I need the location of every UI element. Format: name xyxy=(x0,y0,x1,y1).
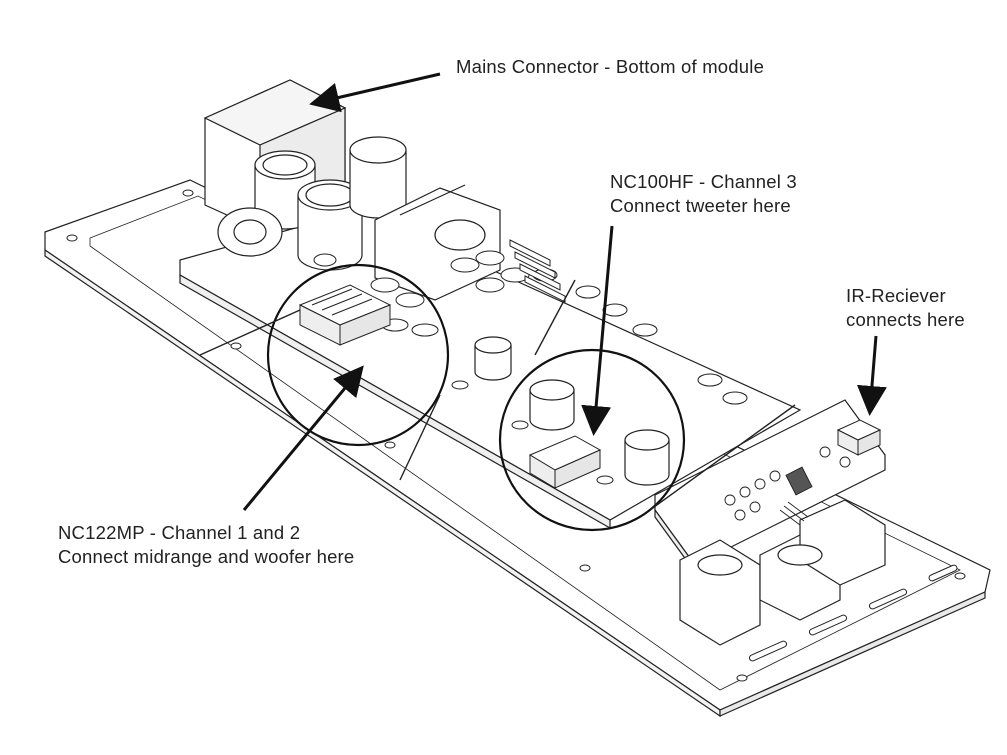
output-inductors xyxy=(474,336,670,486)
nc122mp-callout: NC122MP - Channel 1 and 2 Connect midran… xyxy=(58,521,354,569)
nc100hf-callout: NC100HF - Channel 3 Connect tweeter here xyxy=(610,170,797,218)
ir-arrow xyxy=(856,335,887,416)
nc100hf-callout-line2: Connect tweeter here xyxy=(610,195,791,216)
nc122mp-pin-header xyxy=(298,284,392,346)
nc100hf-highlight-circle xyxy=(498,348,686,532)
small-capacitors xyxy=(313,250,748,485)
ir-receiver-callout: IR-Reciever connects here xyxy=(846,284,965,332)
nc100hf-arrow xyxy=(581,225,614,436)
heatsink-fins xyxy=(509,239,566,303)
ir-callout-line1: IR-Reciever xyxy=(846,285,946,306)
toroidal-choke xyxy=(217,207,283,257)
output-transformers xyxy=(679,499,886,646)
mains-arrow xyxy=(309,72,441,113)
nc122mp-highlight-circle xyxy=(266,263,450,447)
secondary-board xyxy=(654,399,886,574)
ir-connector xyxy=(836,419,882,456)
nc122mp-callout-line2: Connect midrange and woofer here xyxy=(58,546,355,567)
nc122mp-arrow xyxy=(242,365,364,511)
ir-callout-line2: connects here xyxy=(846,309,965,330)
nc122mp-callout-line1: NC122MP - Channel 1 and 2 xyxy=(58,522,301,543)
mains-connector-callout: Mains Connector - Bottom of module xyxy=(456,55,764,79)
nc100hf-callout-line1: NC100HF - Channel 3 xyxy=(610,171,797,192)
callout-arrows xyxy=(242,72,887,511)
nc100hf-pin-header xyxy=(528,435,602,489)
module-outline-lines xyxy=(199,279,796,511)
main-capacitors xyxy=(254,136,407,271)
mains-callout-line1: Mains Connector - Bottom of module xyxy=(456,56,765,77)
highlight-circles xyxy=(266,263,686,532)
plate-slots xyxy=(748,564,958,662)
secondary-board-components xyxy=(724,446,851,526)
